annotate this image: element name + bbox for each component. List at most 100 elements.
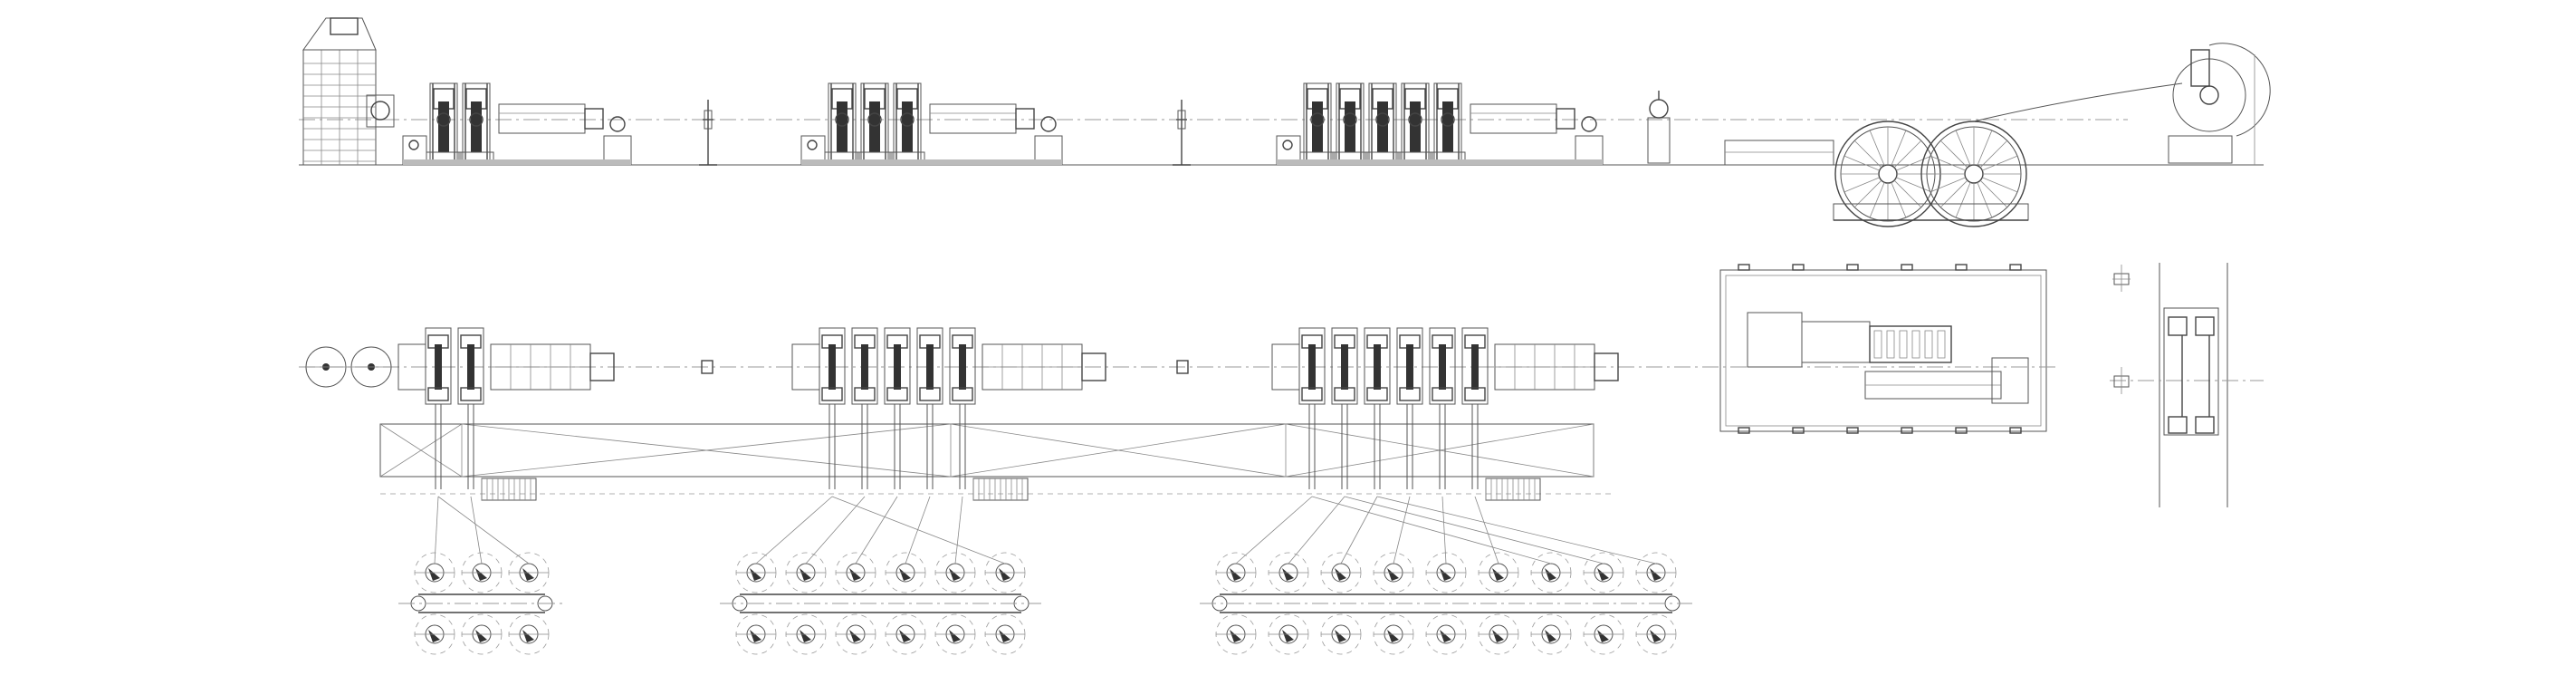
- frame-bolt: [2009, 427, 2022, 434]
- mill-stand: [1365, 82, 1401, 166]
- work-roll: [436, 112, 451, 127]
- frame-bolt: [1955, 427, 1968, 434]
- work-roll: [1441, 112, 1455, 127]
- stand-plan-bottom: [1366, 387, 1388, 401]
- stand-plan: [1461, 327, 1489, 405]
- drive-motor: [1530, 552, 1572, 593]
- payoff-hub: [2199, 85, 2219, 105]
- gearbox-housing: [929, 103, 1017, 134]
- motor-mark: [475, 568, 487, 581]
- stand-plan-housing: [1461, 327, 1489, 405]
- cardan-shaft: [805, 496, 866, 564]
- drive-motor: [1583, 552, 1624, 593]
- motor-mark: [1230, 568, 1241, 581]
- drive-motor: [414, 613, 455, 655]
- reel-spoke: [1869, 182, 1885, 218]
- drive-motor: [1373, 552, 1414, 593]
- plan-coupling: [1081, 352, 1106, 381]
- cardan-shaft: [1311, 496, 1552, 564]
- bed-outline: [379, 423, 1594, 478]
- side-block: [2168, 316, 2188, 336]
- motor-mark: [849, 568, 861, 581]
- motor-mark: [750, 630, 761, 642]
- entry-payoff-plan: [305, 346, 392, 388]
- reel-spoke: [1843, 177, 1880, 193]
- reel-spoke: [1939, 140, 1968, 169]
- cardan-shaft: [437, 496, 530, 564]
- reel-spoke: [1893, 140, 1922, 169]
- drive-motor: [461, 552, 503, 593]
- tower-cab: [330, 17, 359, 35]
- shear-head: [1177, 110, 1186, 130]
- stand-plan: [457, 327, 484, 405]
- drive-motor: [785, 613, 827, 655]
- reel-hub: [1964, 164, 1984, 184]
- drive-motor: [1268, 552, 1309, 593]
- stand-plan-bottom: [919, 387, 941, 401]
- stairs: [481, 478, 537, 501]
- stand-plan-bottom: [427, 387, 449, 401]
- stand-plan: [1429, 327, 1456, 405]
- motor-mark: [800, 630, 811, 642]
- mill-stand: [1332, 82, 1368, 166]
- tower-roof: [302, 17, 377, 51]
- motor-mark: [1387, 630, 1399, 642]
- tower-drum: [370, 101, 390, 121]
- motor-mark: [1282, 568, 1294, 581]
- stand-plan: [884, 327, 911, 405]
- reel-spoke: [1977, 182, 1993, 218]
- mill-group-elevation: [402, 82, 632, 166]
- roll-chock: [902, 101, 913, 152]
- stand-plan-bottom: [460, 387, 482, 401]
- stand-plan: [1396, 327, 1423, 405]
- work-roll: [835, 112, 849, 127]
- reel-spoke: [1930, 177, 1966, 193]
- motor-mark: [1335, 630, 1346, 642]
- work-roll: [1375, 112, 1390, 127]
- mill-stand: [458, 82, 494, 166]
- reel-spoke: [1891, 182, 1907, 218]
- mill-stand: [857, 82, 893, 166]
- cardan-shaft: [855, 496, 898, 564]
- mill-group-plan-1: [397, 327, 615, 501]
- table-base: [1724, 140, 1834, 166]
- stand-plan-roll: [1341, 344, 1348, 390]
- coupling: [1015, 108, 1035, 130]
- frame-bolt: [1901, 427, 1913, 434]
- motor-mark: [999, 630, 1010, 642]
- drive-motor: [1215, 613, 1257, 655]
- stand-plan-roll: [1439, 344, 1446, 390]
- drive-motor: [1373, 613, 1414, 655]
- side-block: [2195, 416, 2215, 434]
- reel-hub: [1878, 164, 1898, 184]
- reel-spoke: [1853, 179, 1882, 208]
- reel-spoke: [1896, 177, 1932, 193]
- motor-mark: [1230, 630, 1241, 642]
- stand-plan: [1364, 327, 1391, 405]
- roll-chock: [1312, 101, 1323, 152]
- coiler-fin: [1873, 330, 1882, 359]
- drive-motor: [885, 613, 926, 655]
- stairs: [972, 478, 1029, 501]
- motor-rows: [398, 496, 1692, 655]
- foundation: [801, 159, 1062, 165]
- mill-stand: [1397, 82, 1433, 166]
- gearbox-housing: [1470, 103, 1557, 134]
- entry-guide: [807, 140, 818, 150]
- cardan-shaft: [1340, 496, 1378, 564]
- coiler-frame: [1719, 269, 2047, 432]
- reel-spoke: [1930, 155, 1966, 171]
- work-roll: [900, 112, 915, 127]
- drive-motor: [735, 613, 777, 655]
- side-view: [2110, 263, 2264, 507]
- mill-group-elevation: [800, 82, 1063, 166]
- mill-stand: [426, 82, 462, 166]
- stand-plan-housing: [1331, 327, 1358, 405]
- entry-guide: [1282, 140, 1293, 150]
- drive-motor: [934, 613, 976, 655]
- motor-mark: [1335, 568, 1346, 581]
- motor: [1581, 116, 1597, 132]
- motor-mark: [1597, 568, 1609, 581]
- work-roll: [1310, 112, 1325, 127]
